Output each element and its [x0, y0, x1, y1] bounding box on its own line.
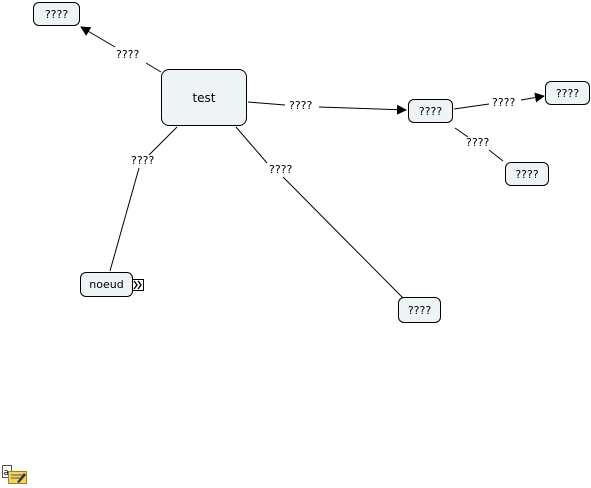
concept-node-bottom-right[interactable]: ????	[398, 297, 441, 323]
concept-node-far-right[interactable]: ????	[545, 81, 590, 105]
link-label-right-lower[interactable]: ????	[465, 136, 491, 149]
connector-test-to-label-noeud	[148, 126, 178, 156]
concept-node-right-mid[interactable]: ????	[408, 99, 453, 123]
connector-label-to-noeud-node[interactable]	[109, 167, 140, 272]
link-label-far-right[interactable]: ????	[491, 96, 517, 109]
connector-label-to-rightmid-node[interactable]	[318, 104, 407, 115]
expand-double-chevron-icon[interactable]	[132, 279, 144, 291]
connector-label-to-rightlower-node[interactable]	[488, 149, 504, 162]
connector-label-to-farright-node[interactable]	[520, 92, 545, 103]
connector-label-to-bottomright-node[interactable]	[282, 176, 404, 299]
concept-node-noeud[interactable]: noeud	[80, 272, 133, 297]
connector-test-to-label-right	[247, 101, 286, 106]
concept-node-right-lower[interactable]: ????	[505, 162, 549, 186]
connector-test-to-label-topleft	[145, 62, 162, 73]
connector-rightmid-to-label-lower	[454, 127, 469, 138]
text-edit-icon[interactable]: a	[2, 465, 28, 485]
link-label-bottom-right[interactable]: ????	[268, 163, 294, 176]
link-label-noeud[interactable]: ????	[130, 154, 156, 167]
link-label-top-left[interactable]: ????	[115, 48, 141, 61]
connector-label-to-topleft-node[interactable]	[80, 26, 116, 48]
connector-test-to-label-bottomright	[235, 126, 268, 164]
concept-node-test[interactable]: test	[161, 69, 247, 126]
concept-node-top-left[interactable]: ????	[33, 2, 80, 26]
link-label-right-mid[interactable]: ????	[288, 99, 314, 112]
svg-text:a: a	[4, 468, 10, 478]
connector-rightmid-to-label-far	[453, 103, 490, 110]
